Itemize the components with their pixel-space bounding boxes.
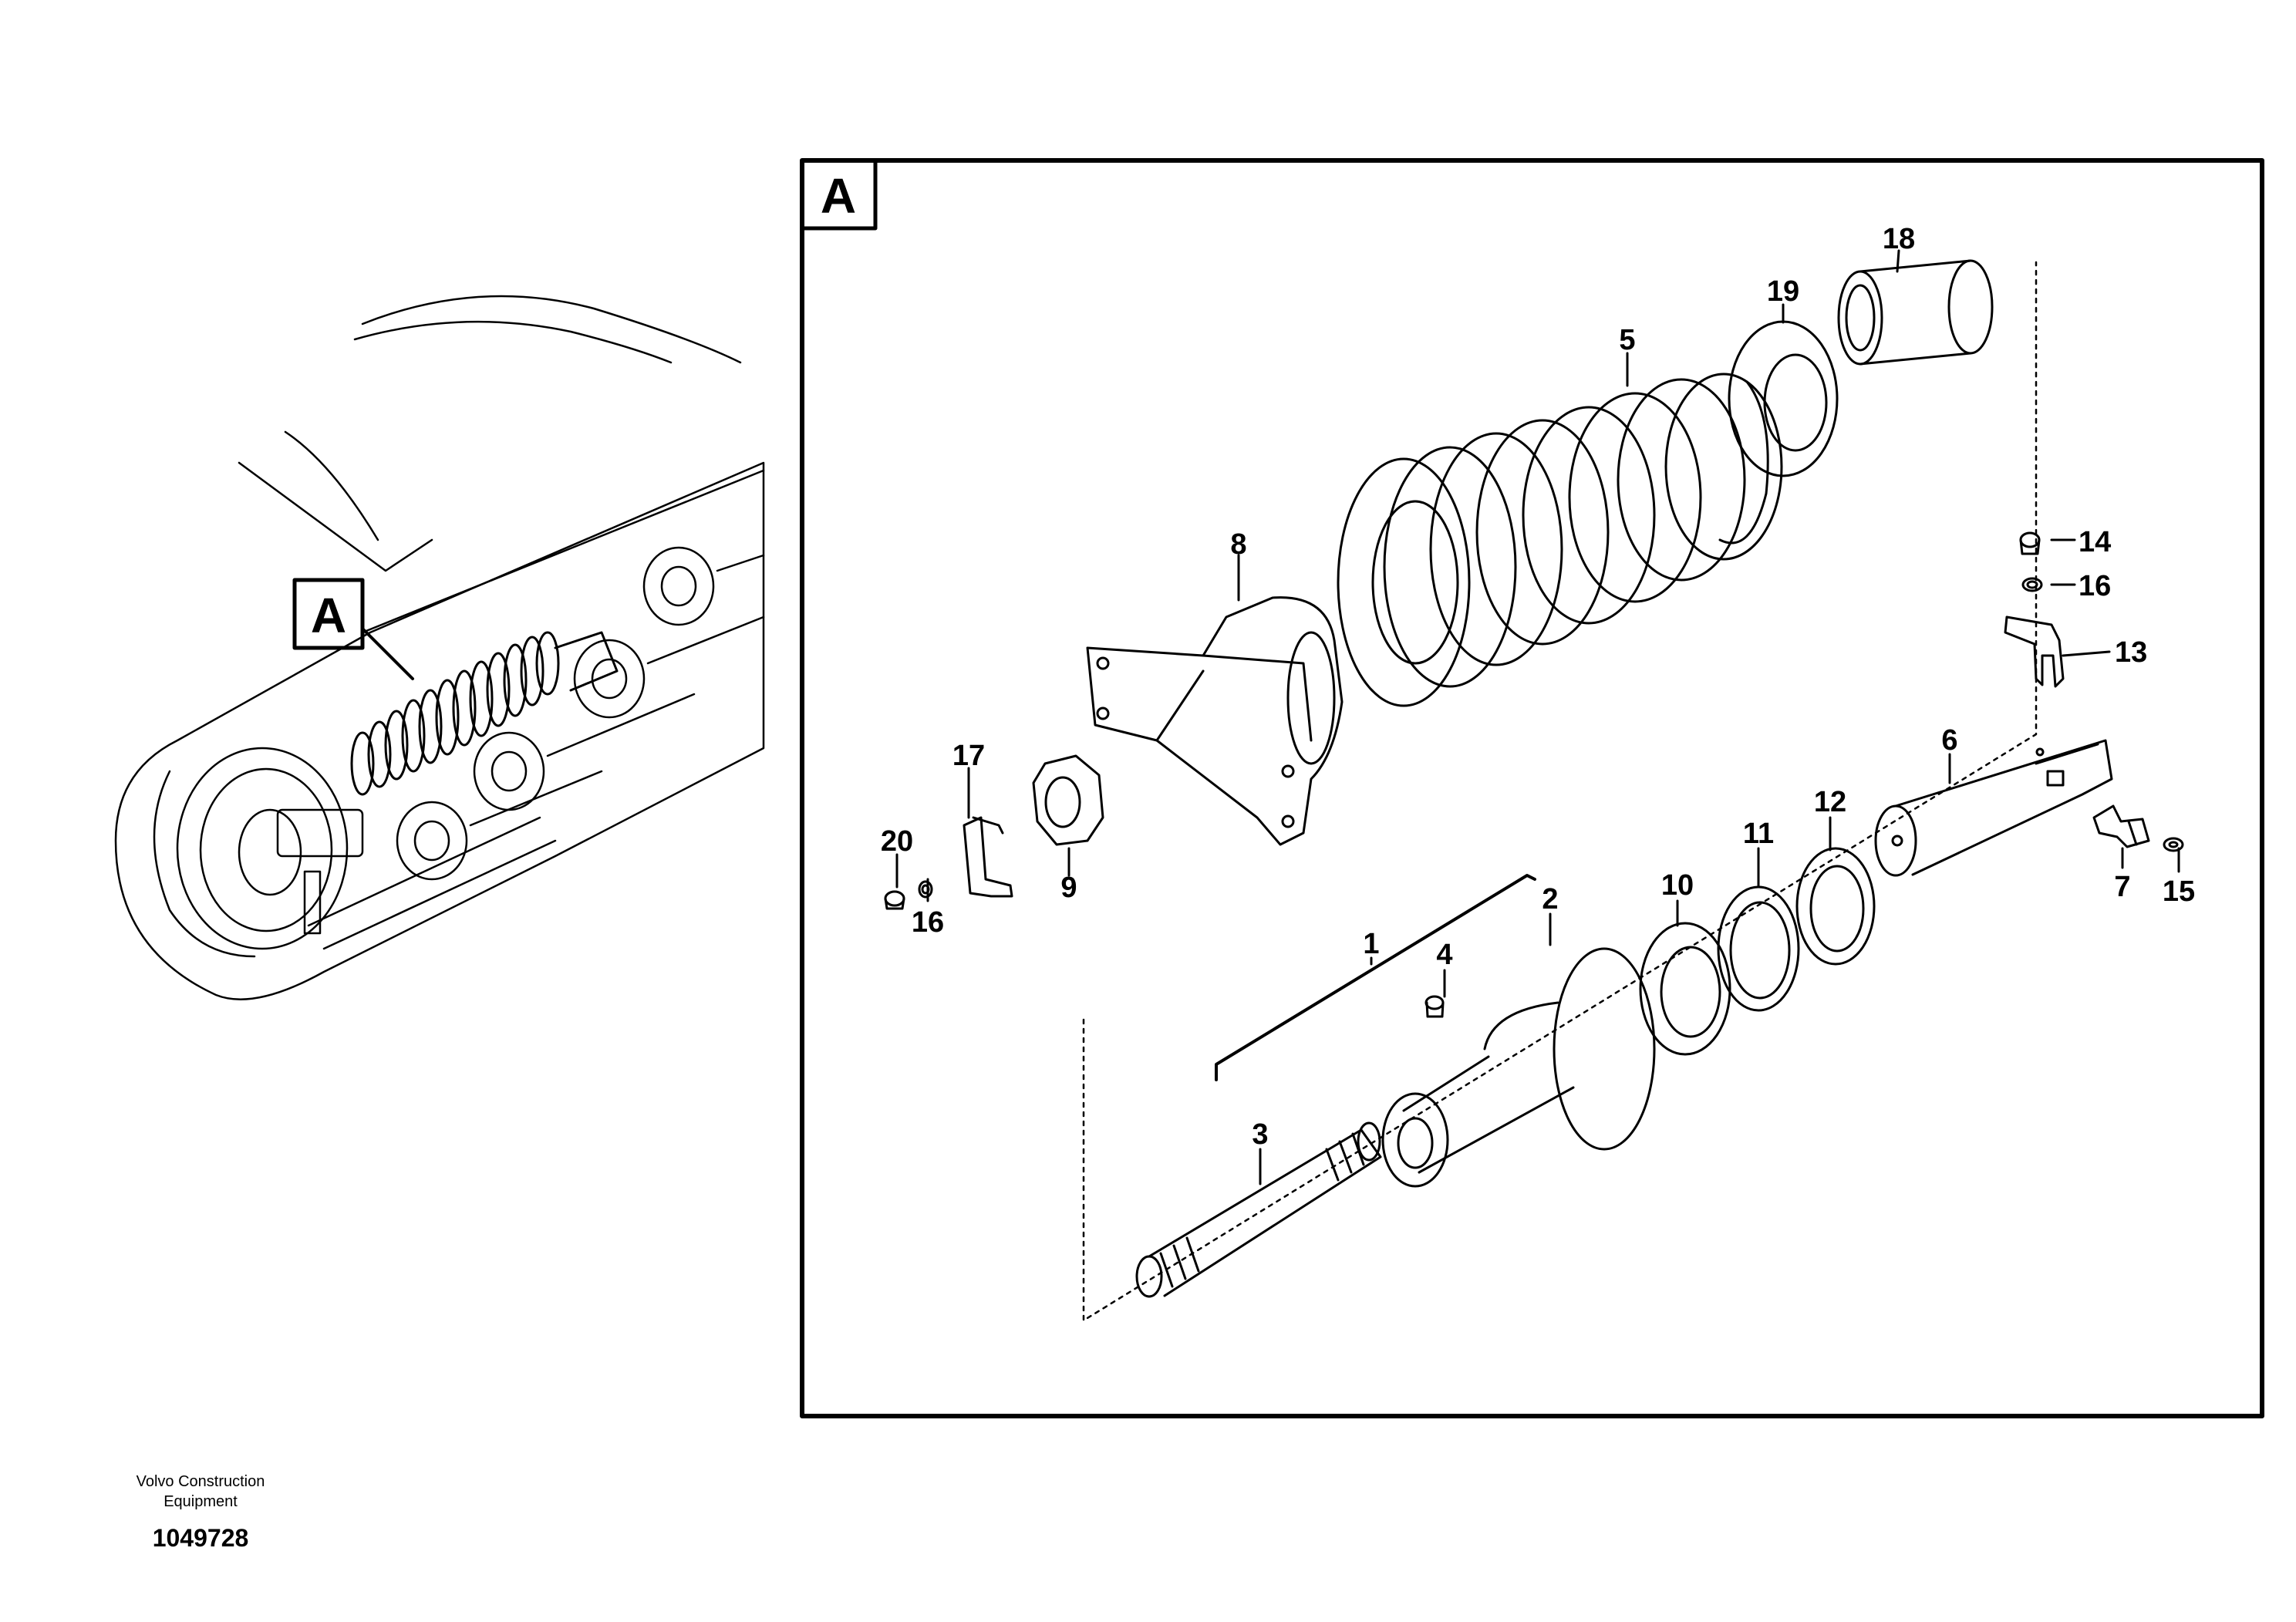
drawing-number: 1049728 xyxy=(152,1524,249,1552)
cylinder-6 xyxy=(1874,739,2113,877)
undercarriage-overview xyxy=(114,295,765,1000)
callout-18: 18 xyxy=(1883,223,1915,255)
callout-16-left: 16 xyxy=(912,906,944,939)
washer-16b xyxy=(2021,577,2043,592)
spring-5 xyxy=(1337,373,1783,707)
cap-15 xyxy=(2163,837,2184,852)
overview-ref-box xyxy=(292,578,365,650)
footer: Volvo Construction Equipment 1049728 xyxy=(108,1472,293,1553)
callout-3: 3 xyxy=(1252,1118,1268,1151)
assembly-dashed-outline xyxy=(1082,261,2038,1322)
callout-9: 9 xyxy=(1060,872,1077,904)
callout-14: 14 xyxy=(2079,526,2111,558)
callout-2: 2 xyxy=(1542,883,1558,916)
brand-name: Volvo Construction Equipment xyxy=(108,1472,293,1512)
callout-5: 5 xyxy=(1619,324,1635,356)
overview-spring xyxy=(350,631,619,796)
detail-ref-letter: A xyxy=(821,168,856,224)
callout-15: 15 xyxy=(2163,875,2195,908)
callout-labels: 18 19 5 8 17 9 20 16 14 16 13 6 7 15 12 … xyxy=(881,223,2195,1151)
callout-4: 4 xyxy=(1436,939,1452,971)
callout-7: 7 xyxy=(2114,871,2130,903)
ring-12 xyxy=(1795,847,1876,966)
overview-ref-leader xyxy=(361,627,414,680)
detail-frame xyxy=(800,158,2264,1418)
bushing-18 xyxy=(1837,259,1994,366)
callout-20: 20 xyxy=(881,825,913,858)
callout-13: 13 xyxy=(2115,636,2147,669)
ring-10 xyxy=(1639,922,1731,1056)
screw-14 xyxy=(2019,531,2041,555)
bolt-4 xyxy=(1424,995,1445,1018)
callout-19: 19 xyxy=(1767,275,1799,308)
callout-10: 10 xyxy=(1661,869,1694,902)
shaft-3 xyxy=(1135,1121,1382,1298)
brand-line-2: Equipment xyxy=(164,1493,238,1510)
callout-12: 12 xyxy=(1814,786,1846,818)
overview-ref-letter: A xyxy=(311,588,346,643)
callout-11: 11 xyxy=(1743,818,1774,850)
clip-17 xyxy=(963,816,1013,898)
assembly-bracket xyxy=(1215,874,1536,1081)
callout-8: 8 xyxy=(1230,528,1246,561)
nut-9 xyxy=(1032,754,1104,846)
washer-16a xyxy=(918,880,933,899)
ring-19 xyxy=(1728,320,1839,477)
screw-20 xyxy=(884,890,905,910)
callout-1: 1 xyxy=(1363,928,1379,960)
flanged-tube-2 xyxy=(1381,947,1656,1188)
callout-16-right: 16 xyxy=(2079,570,2111,602)
grease-fitting-7 xyxy=(2092,804,2150,848)
bracket-13 xyxy=(2004,615,2065,688)
callout-17: 17 xyxy=(952,740,985,772)
bracket-housing-8 xyxy=(1086,596,1344,846)
detail-ref-box xyxy=(800,158,878,231)
leader-lines xyxy=(895,249,2180,1185)
callout-6: 6 xyxy=(1941,724,1957,757)
brand-line-1: Volvo Construction xyxy=(136,1473,265,1490)
